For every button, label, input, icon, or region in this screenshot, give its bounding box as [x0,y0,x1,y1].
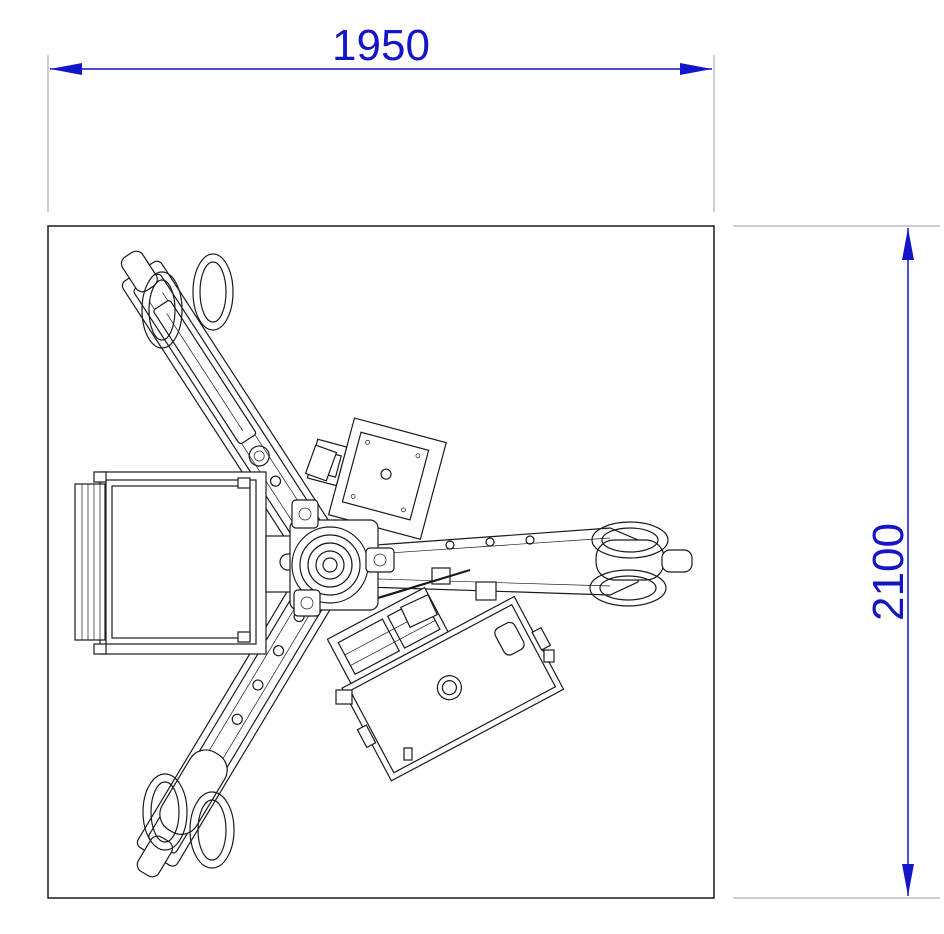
width-dimension: 1950 [47,21,715,212]
lower-left-arm [136,554,349,878]
suction-cup-right [589,521,669,607]
width-dimension-label: 1950 [332,21,430,70]
hardware-details [304,444,555,761]
height-dimension: 2100 [733,225,940,899]
height-arrow-bottom [902,864,914,896]
suction-cup-bottom-left [142,773,235,869]
suction-cup-top-left [141,253,234,349]
machine-top-view [74,250,693,878]
height-arrow-top [902,228,914,260]
width-arrow-right [680,63,712,75]
width-arrow-left [50,63,82,75]
height-dimension-label: 2100 [864,523,913,621]
upper-left-arm [120,250,348,576]
central-hub [289,499,395,617]
drawing-frame [47,225,715,899]
